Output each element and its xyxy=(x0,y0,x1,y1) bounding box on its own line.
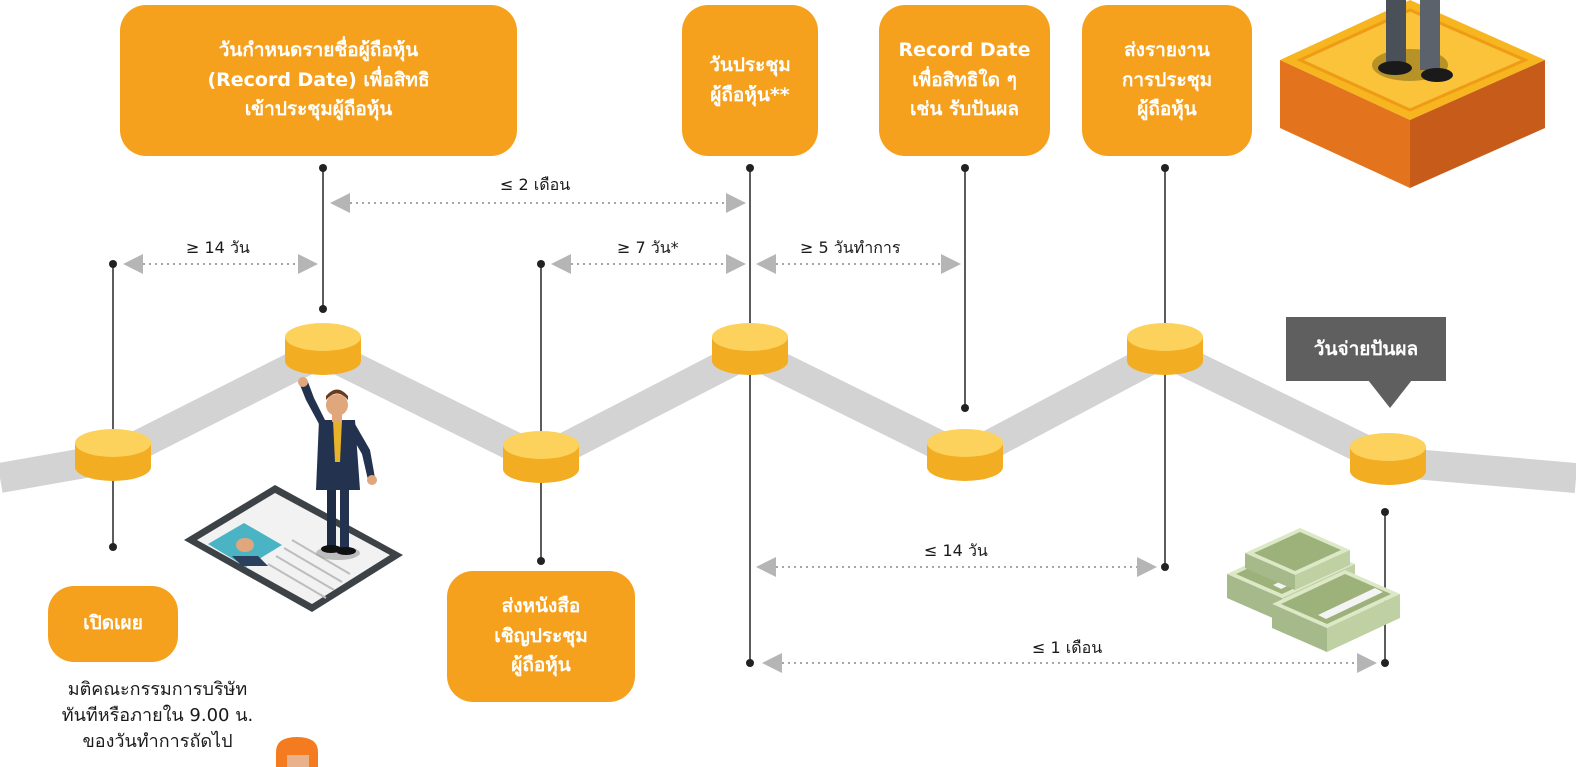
interval-label-fourteen-days-before: ≥ 14 วัน xyxy=(186,238,250,257)
record-date-rights-box: Record Date เพื่อสิทธิใด ๆ เช่น รับปันผล xyxy=(879,5,1050,156)
send-report-box: ส่งรายงาน การประชุม ผู้ถือหุ้น xyxy=(1082,5,1252,156)
coin-dividend-payment xyxy=(1350,433,1426,485)
coin-disclose xyxy=(75,429,151,481)
person-head-illustration xyxy=(276,737,318,767)
interval-label-two-months: ≤ 2 เดือน xyxy=(500,175,571,194)
interval-label-one-month: ≤ 1 เดือน xyxy=(1032,638,1103,657)
interval-arrows xyxy=(123,193,1377,673)
arrow-two-months xyxy=(330,193,746,213)
tablet-businessman-illustration xyxy=(184,377,403,612)
coin-record-date-meeting xyxy=(285,323,361,375)
connector-dots xyxy=(109,164,1389,667)
podium-illustration xyxy=(1280,0,1545,188)
disclose-note: มติคณะกรรมการบริษัท ทันทีหรือภายใน 9.00 … xyxy=(61,679,254,753)
disclose-box: เปิดเผย xyxy=(48,586,178,662)
arrow-fourteen-days-after xyxy=(756,557,1157,577)
meeting-box: วันประชุม ผู้ถือหุ้น** xyxy=(682,5,818,156)
send-invitation-box: ส่งหนังสือ เชิญประชุม ผู้ถือหุ้น xyxy=(447,571,635,702)
arrow-five-business-days xyxy=(756,254,961,274)
milestone-coins xyxy=(75,323,1426,485)
record-date-meeting-box: วันกำหนดรายชื่อผู้ถือหุ้น (Record Date) … xyxy=(120,5,517,156)
arrow-fourteen-days-before xyxy=(123,254,318,274)
interval-label-five-business-days: ≥ 5 วันทำการ xyxy=(800,238,901,257)
interval-label-fourteen-days-after: ≤ 14 วัน xyxy=(924,541,988,560)
arrow-one-month xyxy=(762,653,1377,673)
coin-send-invitation xyxy=(503,431,579,483)
callout-pointer xyxy=(1368,380,1412,408)
coin-meeting xyxy=(712,323,788,375)
money-stacks-illustration xyxy=(1227,528,1400,652)
interval-label-seven-days: ≥ 7 วัน* xyxy=(617,238,679,257)
connector-lines xyxy=(112,168,1386,663)
arrow-seven-days xyxy=(551,254,746,274)
coin-record-date-rights xyxy=(927,429,1003,481)
coin-send-report xyxy=(1127,323,1203,375)
dividend-payment-callout: วันจ่ายปันผล xyxy=(1286,317,1446,381)
